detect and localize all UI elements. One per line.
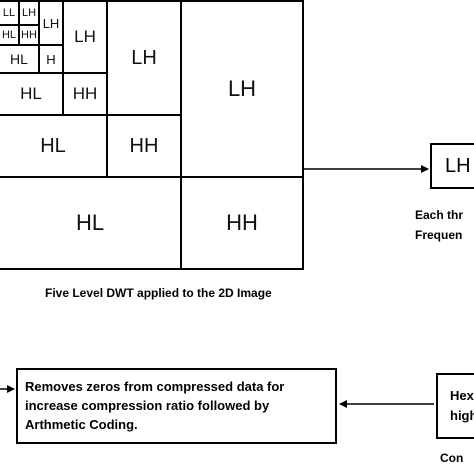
hex-box-line1: Hex bbox=[450, 388, 474, 403]
hex-box: Hex high bbox=[436, 373, 474, 439]
dwt-level1-hl-cell: HL bbox=[0, 176, 182, 270]
dwt-level3-lh-cell: LH bbox=[62, 0, 108, 74]
dwt-level2-hh-label: HH bbox=[129, 134, 159, 157]
zero-removal-line2: increase compression ratio followed by bbox=[25, 398, 270, 413]
dwt-level3-hh-cell: HH bbox=[62, 72, 108, 116]
dwt-level5-hh-label: HH bbox=[21, 29, 37, 41]
dwt-level2-lh-label: LH bbox=[131, 46, 157, 69]
right-subband-box: LH bbox=[430, 143, 474, 189]
dwt-level1-lh-cell: LH bbox=[180, 0, 304, 178]
dwt-level5-hl-cell: HL bbox=[0, 24, 20, 46]
dwt-level1-hh-cell: HH bbox=[180, 176, 304, 270]
dwt-level3-hh-label: HH bbox=[72, 84, 98, 103]
dwt-level4-hl-label: HL bbox=[10, 51, 28, 67]
hex-box-line2: high bbox=[450, 408, 474, 423]
dwt-level2-hh-cell: HH bbox=[106, 114, 182, 178]
right-caption-line2: Frequen bbox=[415, 228, 463, 242]
zero-removal-line1: Removes zeros from compressed data for bbox=[25, 379, 285, 394]
dwt-level1-hl-label: HL bbox=[75, 210, 105, 235]
dwt-level4-lh-cell: LH bbox=[38, 0, 64, 46]
dwt-level5-lh-cell: LH bbox=[18, 0, 40, 26]
zero-removal-line3: Arthmetic Coding. bbox=[25, 417, 138, 432]
dwt-level5-ll-cell: LL bbox=[0, 0, 20, 26]
dwt-level3-hl-cell: HL bbox=[0, 72, 64, 116]
zero-removal-box: Removes zeros from compressed data for i… bbox=[16, 368, 337, 444]
dwt-level4-lh-label: LH bbox=[42, 15, 60, 31]
dwt-level3-hl-label: HL bbox=[20, 84, 42, 103]
right-caption-line1: Each thr bbox=[415, 208, 464, 222]
dwt-level2-hl-cell: HL bbox=[0, 114, 108, 178]
dwt-level2-hl-label: HL bbox=[40, 134, 66, 157]
dwt-level2-lh-cell: LH bbox=[106, 0, 182, 116]
bottom-right-caption: Con bbox=[440, 451, 464, 465]
dwt-level4-hh-cell: H bbox=[38, 44, 64, 74]
dwt-level5-lh-label: LH bbox=[21, 7, 37, 19]
dwt-level5-hh-cell: HH bbox=[18, 24, 40, 46]
dwt-level4-hh-label: H bbox=[46, 51, 56, 67]
dwt-level5-hl-label: HL bbox=[1, 29, 17, 41]
right-subband-label: LH bbox=[445, 155, 471, 177]
dwt-level3-lh-label: LH bbox=[74, 27, 96, 46]
grid-caption: Five Level DWT applied to the 2D Image bbox=[45, 286, 272, 300]
dwt-level4-hl-cell: HL bbox=[0, 44, 40, 74]
dwt-level5-ll-label: LL bbox=[2, 7, 16, 19]
dwt-level1-lh-label: LH bbox=[227, 76, 257, 101]
dwt-level1-hh-label: HH bbox=[226, 210, 258, 235]
